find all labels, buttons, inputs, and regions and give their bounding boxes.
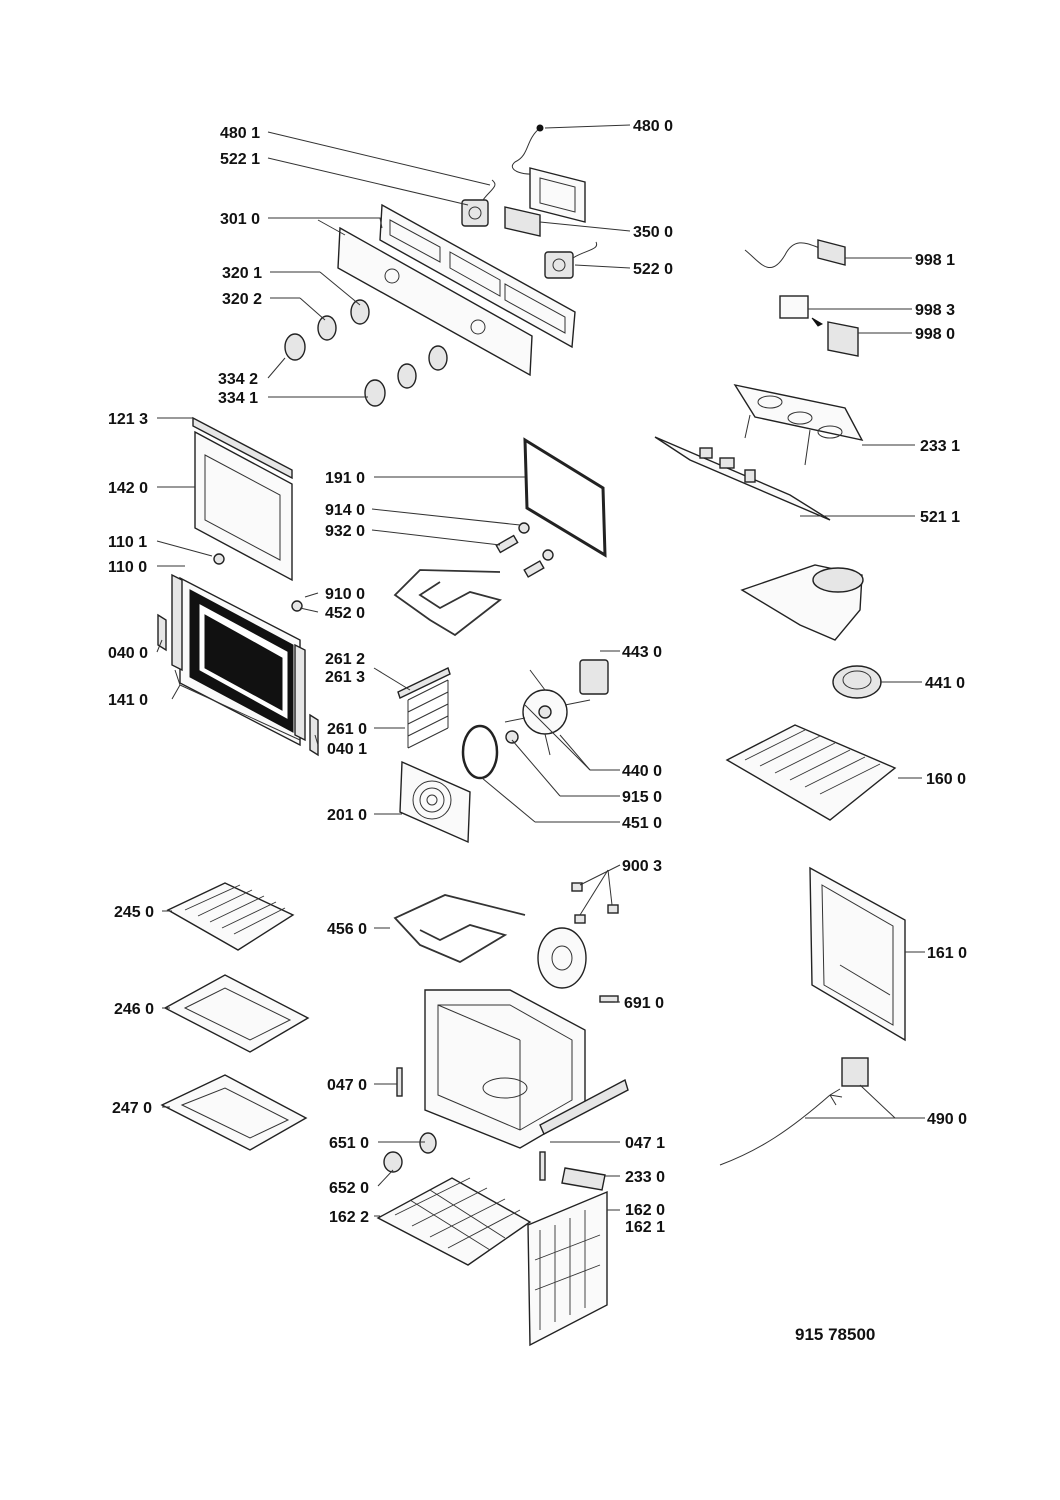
shelf-supports <box>397 667 451 749</box>
bottom-element <box>393 894 526 964</box>
part-label: 490 0 <box>927 1111 967 1128</box>
power-cord <box>744 239 846 268</box>
part-label: 162 2 <box>329 1209 369 1226</box>
part-label: 910 0 <box>325 586 365 603</box>
part-label: 261 3 <box>325 669 365 686</box>
door-top-trim <box>192 416 293 480</box>
part-label: 047 0 <box>327 1077 367 1094</box>
wire-grill-245 <box>166 882 295 951</box>
side-panel <box>809 866 906 1042</box>
electronic-module <box>779 295 859 357</box>
fan-cover <box>399 760 471 844</box>
part-label: 480 0 <box>633 118 673 135</box>
part-label: 047 1 <box>625 1135 665 1152</box>
lamp-holder <box>383 1132 437 1173</box>
part-label: 201 0 <box>327 807 367 824</box>
part-label: 443 0 <box>622 644 662 661</box>
part-label: 121 3 <box>108 411 148 428</box>
part-labels: 480 1 522 1 480 0 301 0 350 0 522 0 320 … <box>108 118 967 1236</box>
circular-element <box>461 724 499 780</box>
part-label: 652 0 <box>329 1180 369 1197</box>
wire-shelf-162-2 <box>376 1177 532 1266</box>
part-label: 451 0 <box>622 815 662 832</box>
control-bracket <box>504 167 586 237</box>
part-label: 161 0 <box>927 945 967 962</box>
part-label: 040 0 <box>108 645 148 662</box>
wiring-harness-480-0 <box>512 124 546 175</box>
part-label: 521 1 <box>920 509 960 526</box>
selector-switch-522-0 <box>544 241 598 279</box>
diagram-reference-number: 915 78500 <box>795 1325 875 1344</box>
oven-shelf-160 <box>725 724 897 821</box>
part-label: 998 1 <box>915 252 955 269</box>
support-bracket <box>561 1167 606 1191</box>
part-label: 141 0 <box>108 692 148 709</box>
part-label: 691 0 <box>624 995 664 1012</box>
part-label: 522 1 <box>220 151 260 168</box>
part-label: 998 3 <box>915 302 955 319</box>
inner-door-glass <box>194 430 293 582</box>
fan-housing <box>740 564 864 641</box>
part-label: 440 0 <box>622 763 662 780</box>
selector-switch-522-1 <box>461 179 496 227</box>
probe-sensor <box>396 995 619 1181</box>
back-panel-162 <box>527 1190 608 1347</box>
part-label: 334 1 <box>218 390 258 407</box>
part-label: 914 0 <box>325 502 365 519</box>
part-label: 932 0 <box>325 523 365 540</box>
grill-element <box>393 569 502 637</box>
cooling-fan-motor <box>832 665 882 699</box>
part-label: 452 0 <box>325 605 365 622</box>
knob-set-lower <box>364 345 448 407</box>
part-label: 441 0 <box>925 675 965 692</box>
convection-fan <box>504 659 609 756</box>
part-label: 651 0 <box>329 1135 369 1152</box>
part-label: 246 0 <box>114 1001 154 1018</box>
part-label: 261 2 <box>325 651 365 668</box>
part-label: 142 0 <box>108 480 148 497</box>
part-label: 334 2 <box>218 371 258 388</box>
control-panel <box>337 203 576 377</box>
oven-cavity <box>424 989 629 1149</box>
part-label: 522 0 <box>633 261 673 278</box>
part-label: 247 0 <box>112 1100 152 1117</box>
baking-tray-247 <box>160 1074 308 1151</box>
outer-door <box>157 573 319 757</box>
knob-set-upper <box>284 299 370 361</box>
part-label: 040 1 <box>327 741 367 758</box>
control-board <box>654 436 831 521</box>
part-label: 456 0 <box>327 921 367 938</box>
fan-plate <box>537 882 619 989</box>
part-label: 480 1 <box>220 125 260 142</box>
part-label: 110 0 <box>108 559 147 576</box>
part-label: 350 0 <box>633 224 673 241</box>
part-label: 301 0 <box>220 211 260 228</box>
part-label: 320 2 <box>222 291 262 308</box>
part-label: 915 0 <box>622 789 662 806</box>
part-label: 160 0 <box>926 771 966 788</box>
leader-lines <box>156 124 925 1217</box>
part-label: 261 0 <box>327 721 367 738</box>
baking-tray-246 <box>163 974 310 1053</box>
part-label: 900 3 <box>622 858 662 875</box>
part-label: 233 1 <box>920 438 960 455</box>
wiring-harness-490 <box>719 1057 869 1166</box>
part-label: 320 1 <box>222 265 262 282</box>
part-label: 162 0 <box>625 1202 665 1219</box>
door-gasket <box>523 437 607 558</box>
part-label: 233 0 <box>625 1169 665 1186</box>
part-label: 110 1 <box>108 534 147 551</box>
electronics-bracket <box>733 383 864 466</box>
part-label: 998 0 <box>915 326 955 343</box>
sensor-fittings <box>495 522 554 578</box>
glass-clip <box>213 553 303 612</box>
part-label: 191 0 <box>325 470 365 487</box>
part-label: 245 0 <box>114 904 154 921</box>
part-label: 162 1 <box>625 1219 665 1236</box>
